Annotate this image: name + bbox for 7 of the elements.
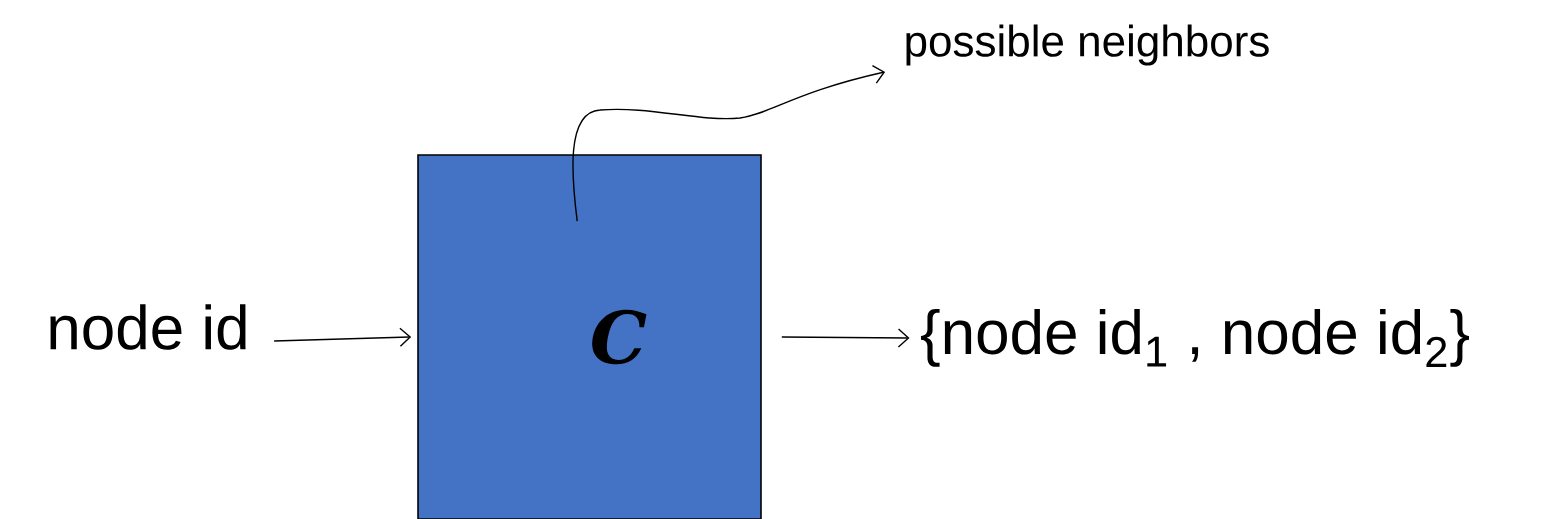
arrow — [781, 328, 910, 348]
arrow — [572, 64, 886, 222]
arrow — [273, 327, 412, 347]
node-label: node id — [50, 304, 246, 350]
process-box: C — [417, 154, 762, 519]
node-label: {node id$_{1}$ , node id$_{2}$} — [920, 308, 1469, 368]
node-label: possible neighbors — [906, 24, 1269, 66]
